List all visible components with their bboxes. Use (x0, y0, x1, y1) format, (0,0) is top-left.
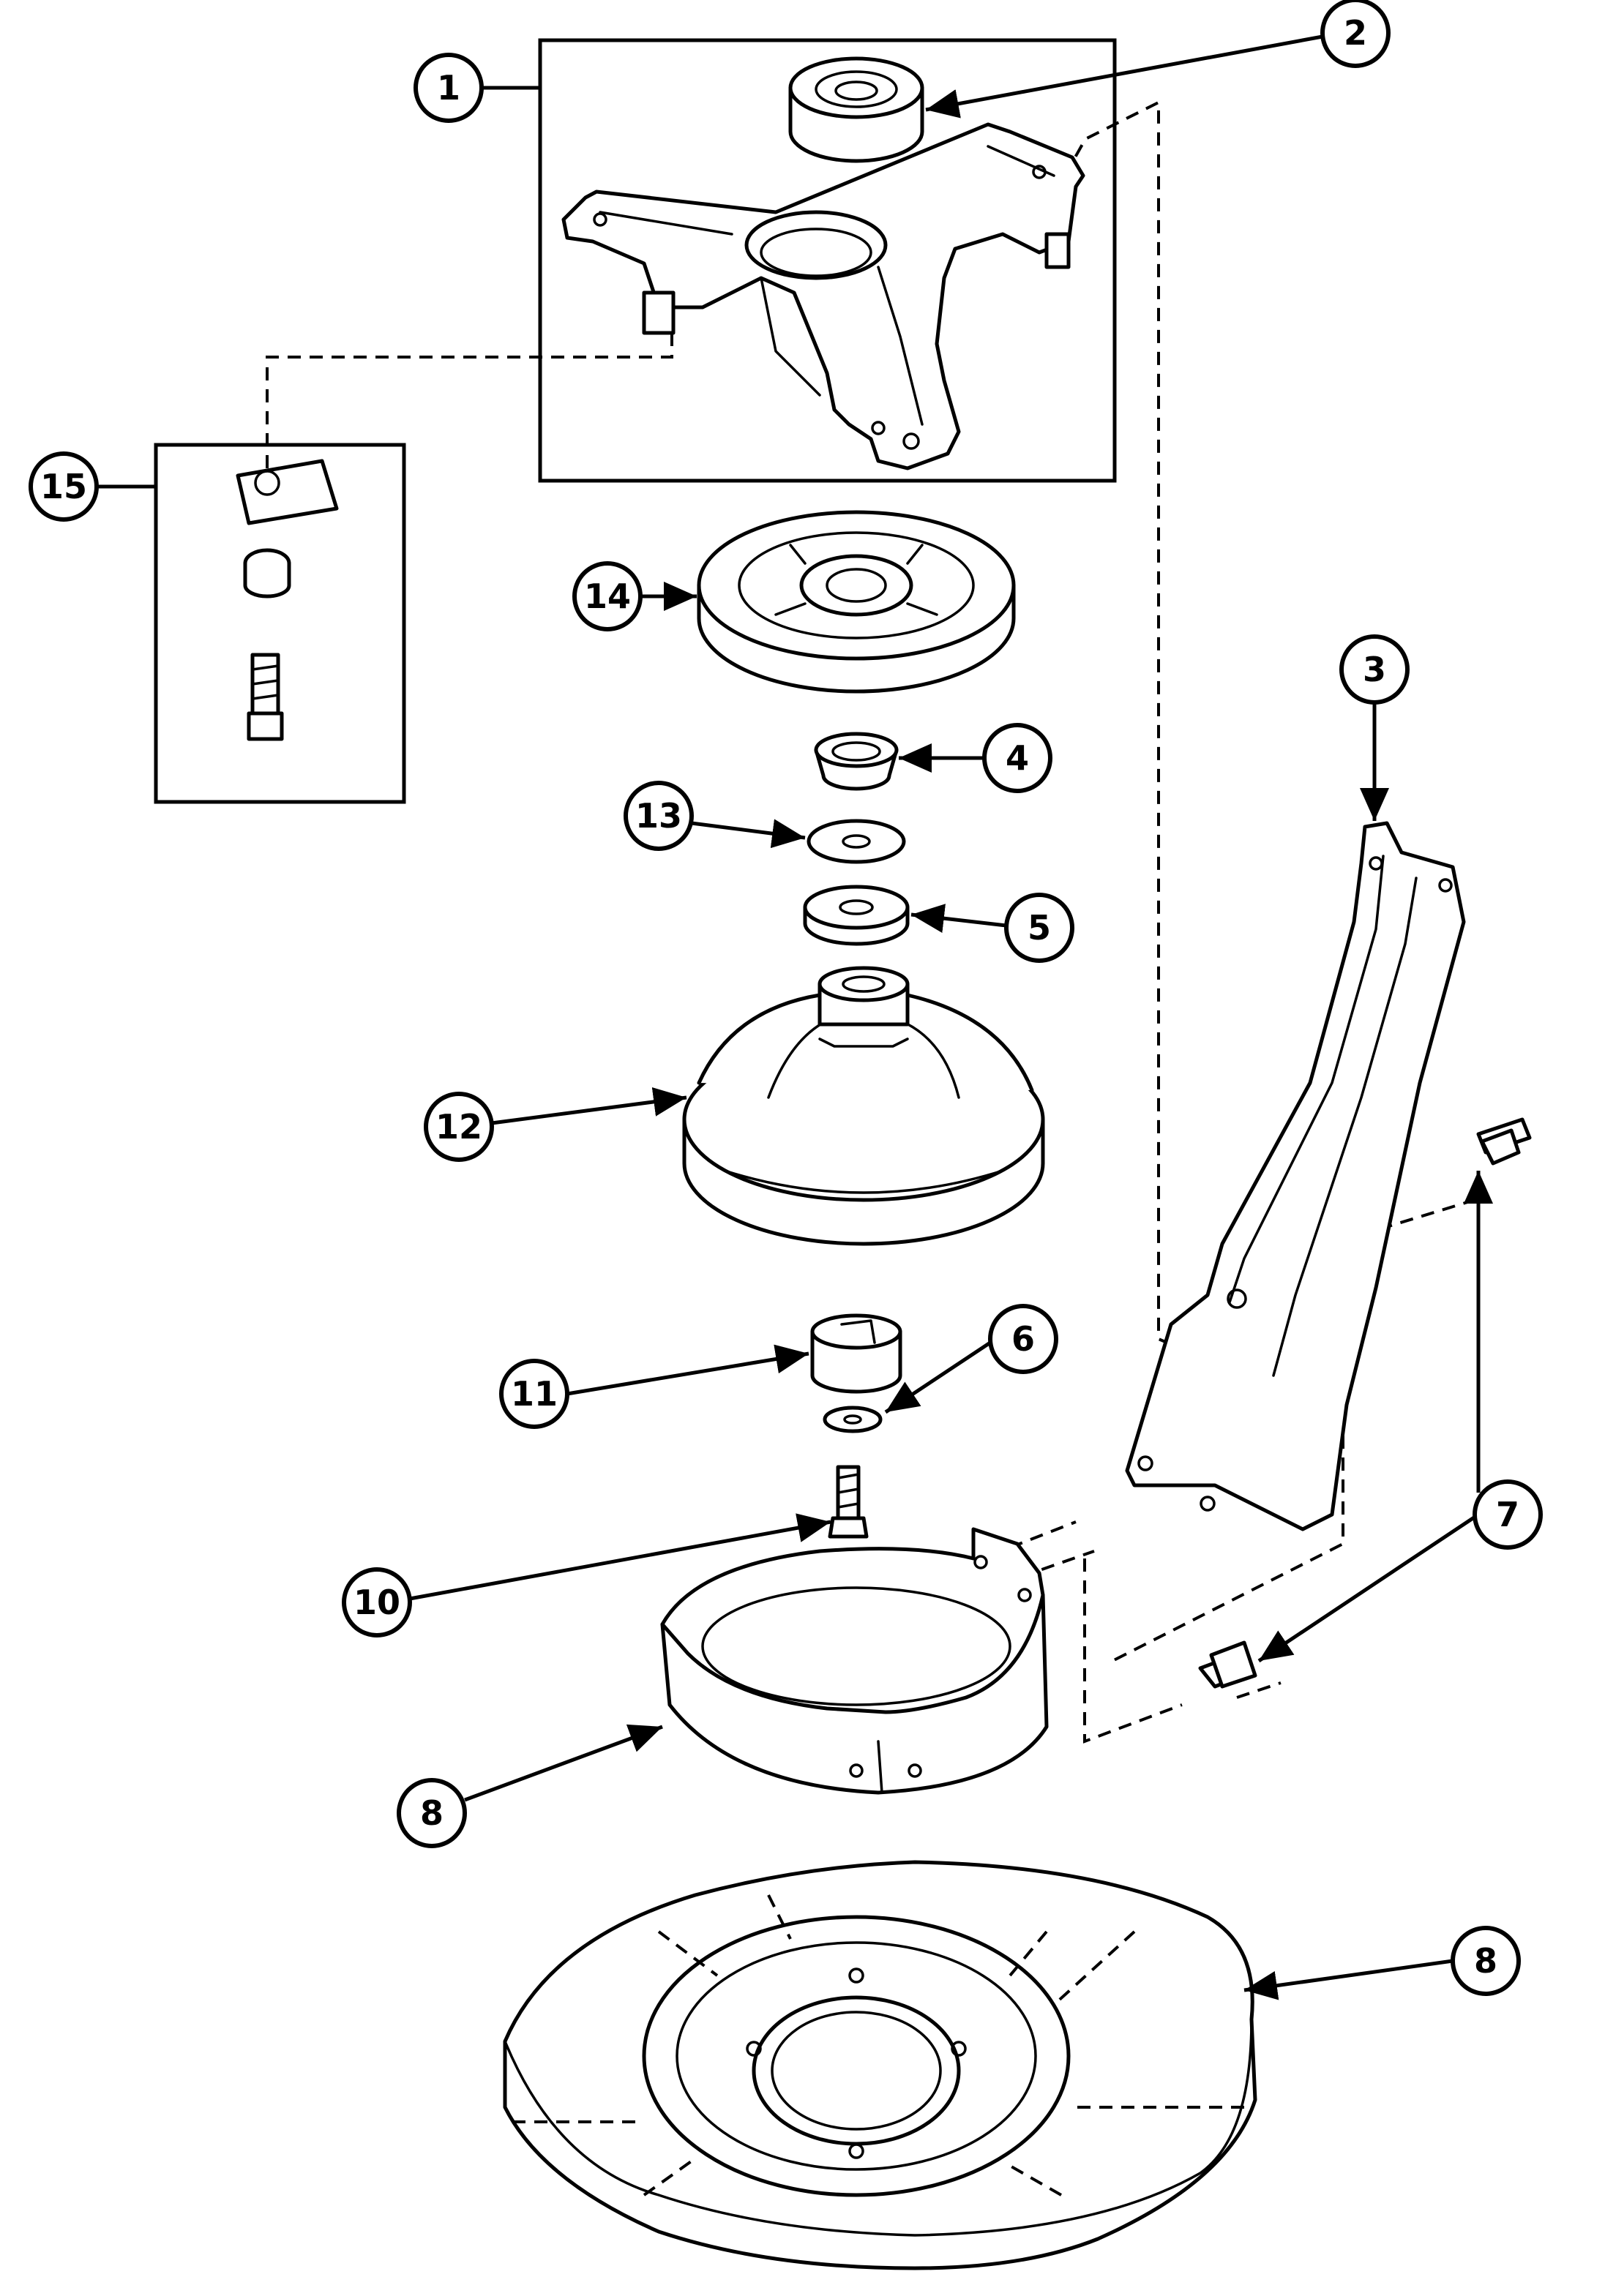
part-15-hardware-kit (236, 459, 339, 741)
callout-1-label: 1 (437, 68, 460, 108)
callout-13-label: 13 (635, 796, 682, 836)
assembly-box-15 (154, 443, 406, 804)
callout-7: 7 (1473, 1479, 1543, 1550)
callout-5: 5 (1004, 893, 1074, 963)
callout-8-base-label: 8 (1474, 1941, 1497, 1981)
callout-8-shield: 8 (397, 1778, 467, 1848)
callout-6: 6 (988, 1304, 1058, 1374)
callout-8-shield-label: 8 (420, 1793, 444, 1833)
callout-7-label: 7 (1496, 1495, 1519, 1534)
part-11-coupling (810, 1313, 902, 1394)
callout-11-label: 11 (511, 1374, 558, 1414)
part-9-shield (660, 1527, 1049, 1795)
callout-4: 4 (982, 723, 1052, 793)
callout-12-label: 12 (435, 1107, 482, 1147)
part-5-washer (803, 885, 910, 946)
part-1-spider-hub (561, 122, 1085, 470)
callout-6-label: 6 (1011, 1319, 1035, 1359)
part-3-brace (1125, 821, 1466, 1531)
callout-5-label: 5 (1028, 908, 1051, 948)
callout-2: 2 (1320, 0, 1391, 68)
leader-lines (97, 34, 1493, 2000)
part-6-washer (823, 1406, 883, 1433)
part-2-bearing (788, 56, 924, 163)
callout-10: 10 (342, 1567, 412, 1637)
part-12-housing (682, 966, 1045, 1246)
callout-15: 15 (29, 451, 99, 522)
part-7-screws (1198, 1117, 1532, 1689)
callout-4-label: 4 (1006, 738, 1029, 778)
part-8-tub-base (503, 1860, 1257, 2270)
part-14-pulley (697, 510, 1016, 694)
callout-2-label: 2 (1344, 13, 1367, 53)
callout-14: 14 (572, 561, 643, 631)
callout-8-base: 8 (1451, 1926, 1521, 1996)
part-4-seal (814, 732, 899, 791)
callout-1: 1 (414, 53, 484, 123)
callout-3: 3 (1339, 634, 1410, 705)
callout-14-label: 14 (584, 577, 631, 616)
callout-12: 12 (424, 1092, 494, 1162)
callout-15-label: 15 (40, 467, 87, 506)
assembly-box-1 (538, 38, 1117, 483)
callout-11: 11 (499, 1359, 569, 1429)
part-10-bolt (828, 1465, 869, 1539)
part-13-washer (807, 819, 906, 864)
callout-3-label: 3 (1363, 650, 1386, 689)
callout-13: 13 (624, 781, 694, 851)
callout-10-label: 10 (353, 1583, 400, 1622)
